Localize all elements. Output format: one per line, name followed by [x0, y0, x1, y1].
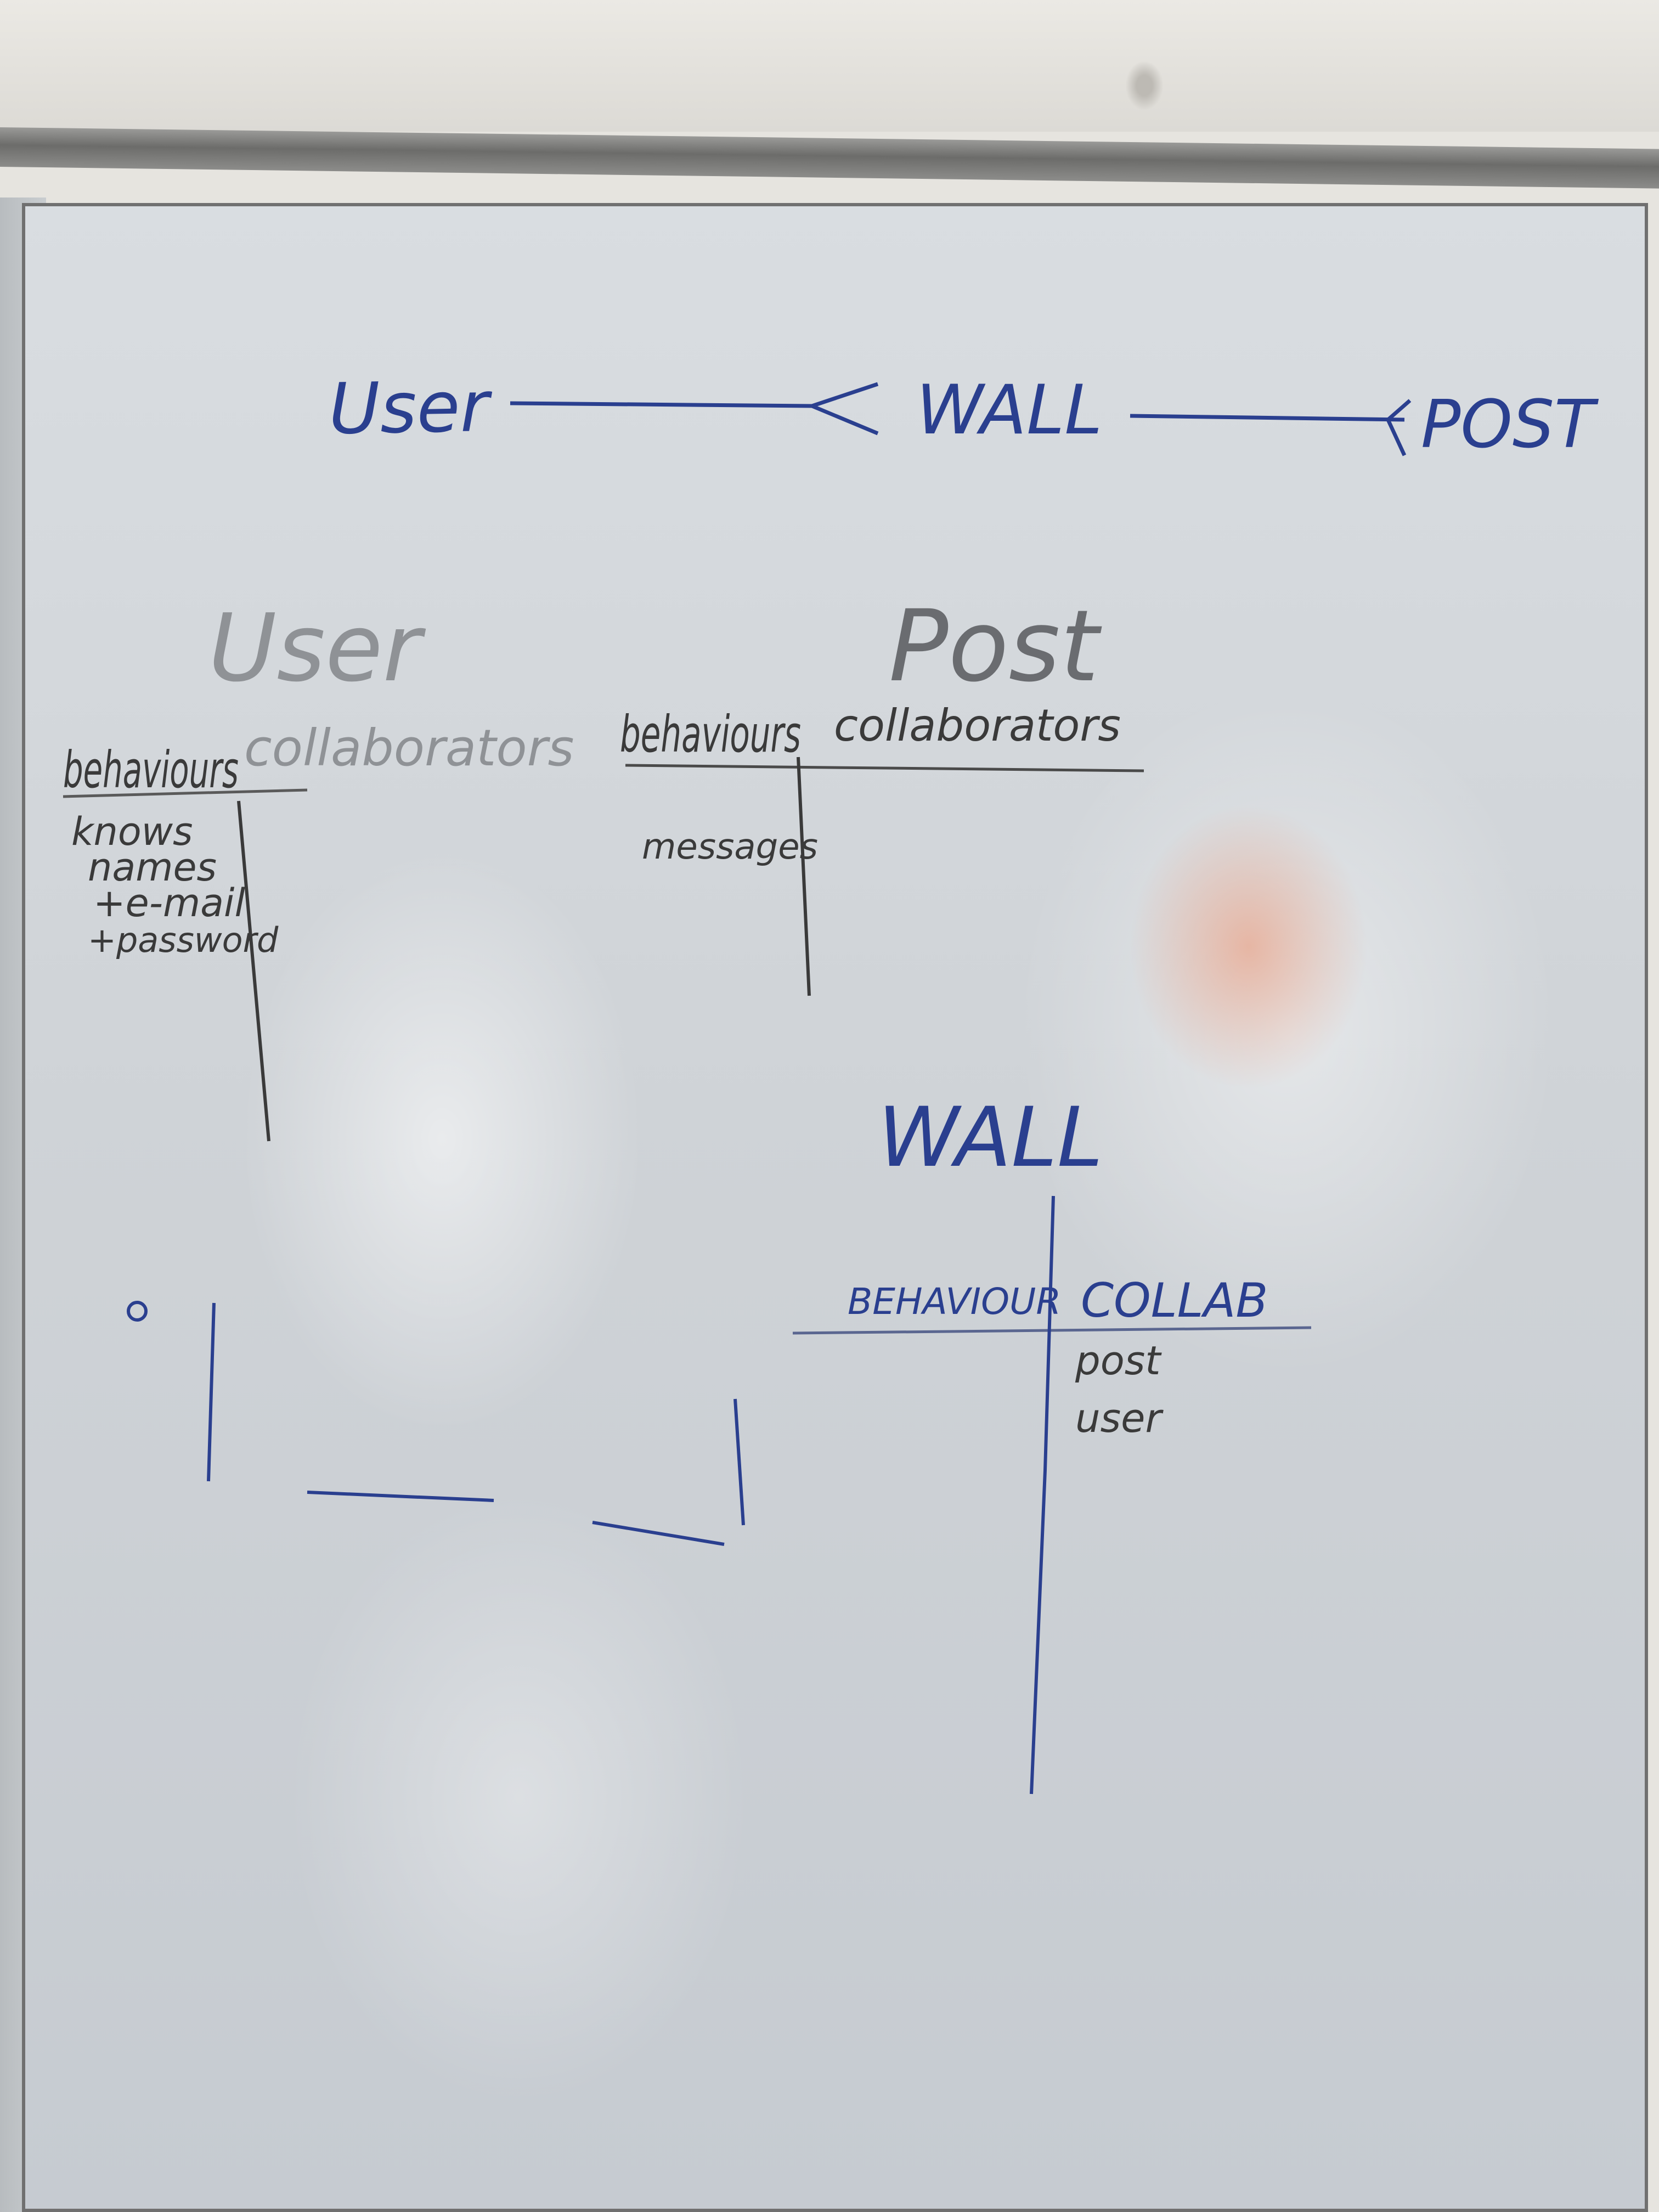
wall-card-hline [792, 1326, 1312, 1335]
wall-collaborator-1: post [1075, 1338, 1162, 1384]
user-card-title: User [208, 594, 426, 703]
user-card-vline [237, 800, 270, 1142]
sketch-right-stroke [733, 1398, 745, 1526]
sketch-bottom-stroke-1 [307, 1491, 494, 1502]
user-behaviour-2: names [88, 845, 217, 890]
wall-card-vline [1030, 1195, 1055, 1795]
post-col-behaviours: behaviours [620, 705, 801, 764]
wall-above-board [0, 0, 1659, 132]
whiteboard-surface [22, 203, 1648, 2212]
user-col-behaviours: behaviours [63, 741, 239, 799]
user-crc-card: User behaviours collaborators knows name… [63, 594, 574, 1142]
wall-card-title: WALL [878, 1090, 1103, 1186]
user-card-hline [63, 788, 308, 798]
user-behaviour-1: knows [71, 809, 193, 854]
wall-col-behaviour: BEHAVIOUR [848, 1280, 1061, 1323]
wall-crc-card: WALL BEHAVIOUR COLLAB post user [792, 1090, 1312, 1795]
relationship-diagram: User WALL POST [328, 366, 1599, 463]
sketch-bottom-stroke-2 [592, 1521, 725, 1546]
arrow-user-wall [510, 401, 812, 408]
wall-col-collab: COLLAB [1081, 1273, 1268, 1328]
wall-collaborator-2: user [1075, 1395, 1164, 1441]
post-card-hline [625, 764, 1144, 772]
arrow-wall-post [1130, 414, 1405, 422]
crowsfoot-wall-end [806, 382, 879, 436]
post-crc-card: Post behaviours collaborators messages [620, 589, 1144, 996]
sketch-left-stroke [207, 1302, 216, 1482]
post-behaviour-1: messages [642, 827, 818, 867]
diagram-label-wall: WALL [916, 371, 1102, 450]
user-col-collaborators: collaborators [244, 719, 574, 777]
diagram-label-user: User [328, 366, 494, 450]
crowsfoot-post-end [1385, 399, 1412, 456]
sketch-dot [127, 1301, 148, 1322]
user-behaviour-3: +e-mail [93, 881, 246, 926]
diagram-label-post: POST [1421, 387, 1599, 463]
post-col-collaborators: collaborators [834, 700, 1121, 751]
unfinished-sketch [127, 1301, 745, 1546]
post-card-vline [797, 757, 811, 996]
post-card-title: Post [889, 589, 1102, 704]
wall-mark [1126, 61, 1163, 110]
user-behaviour-4: +password [88, 920, 279, 960]
